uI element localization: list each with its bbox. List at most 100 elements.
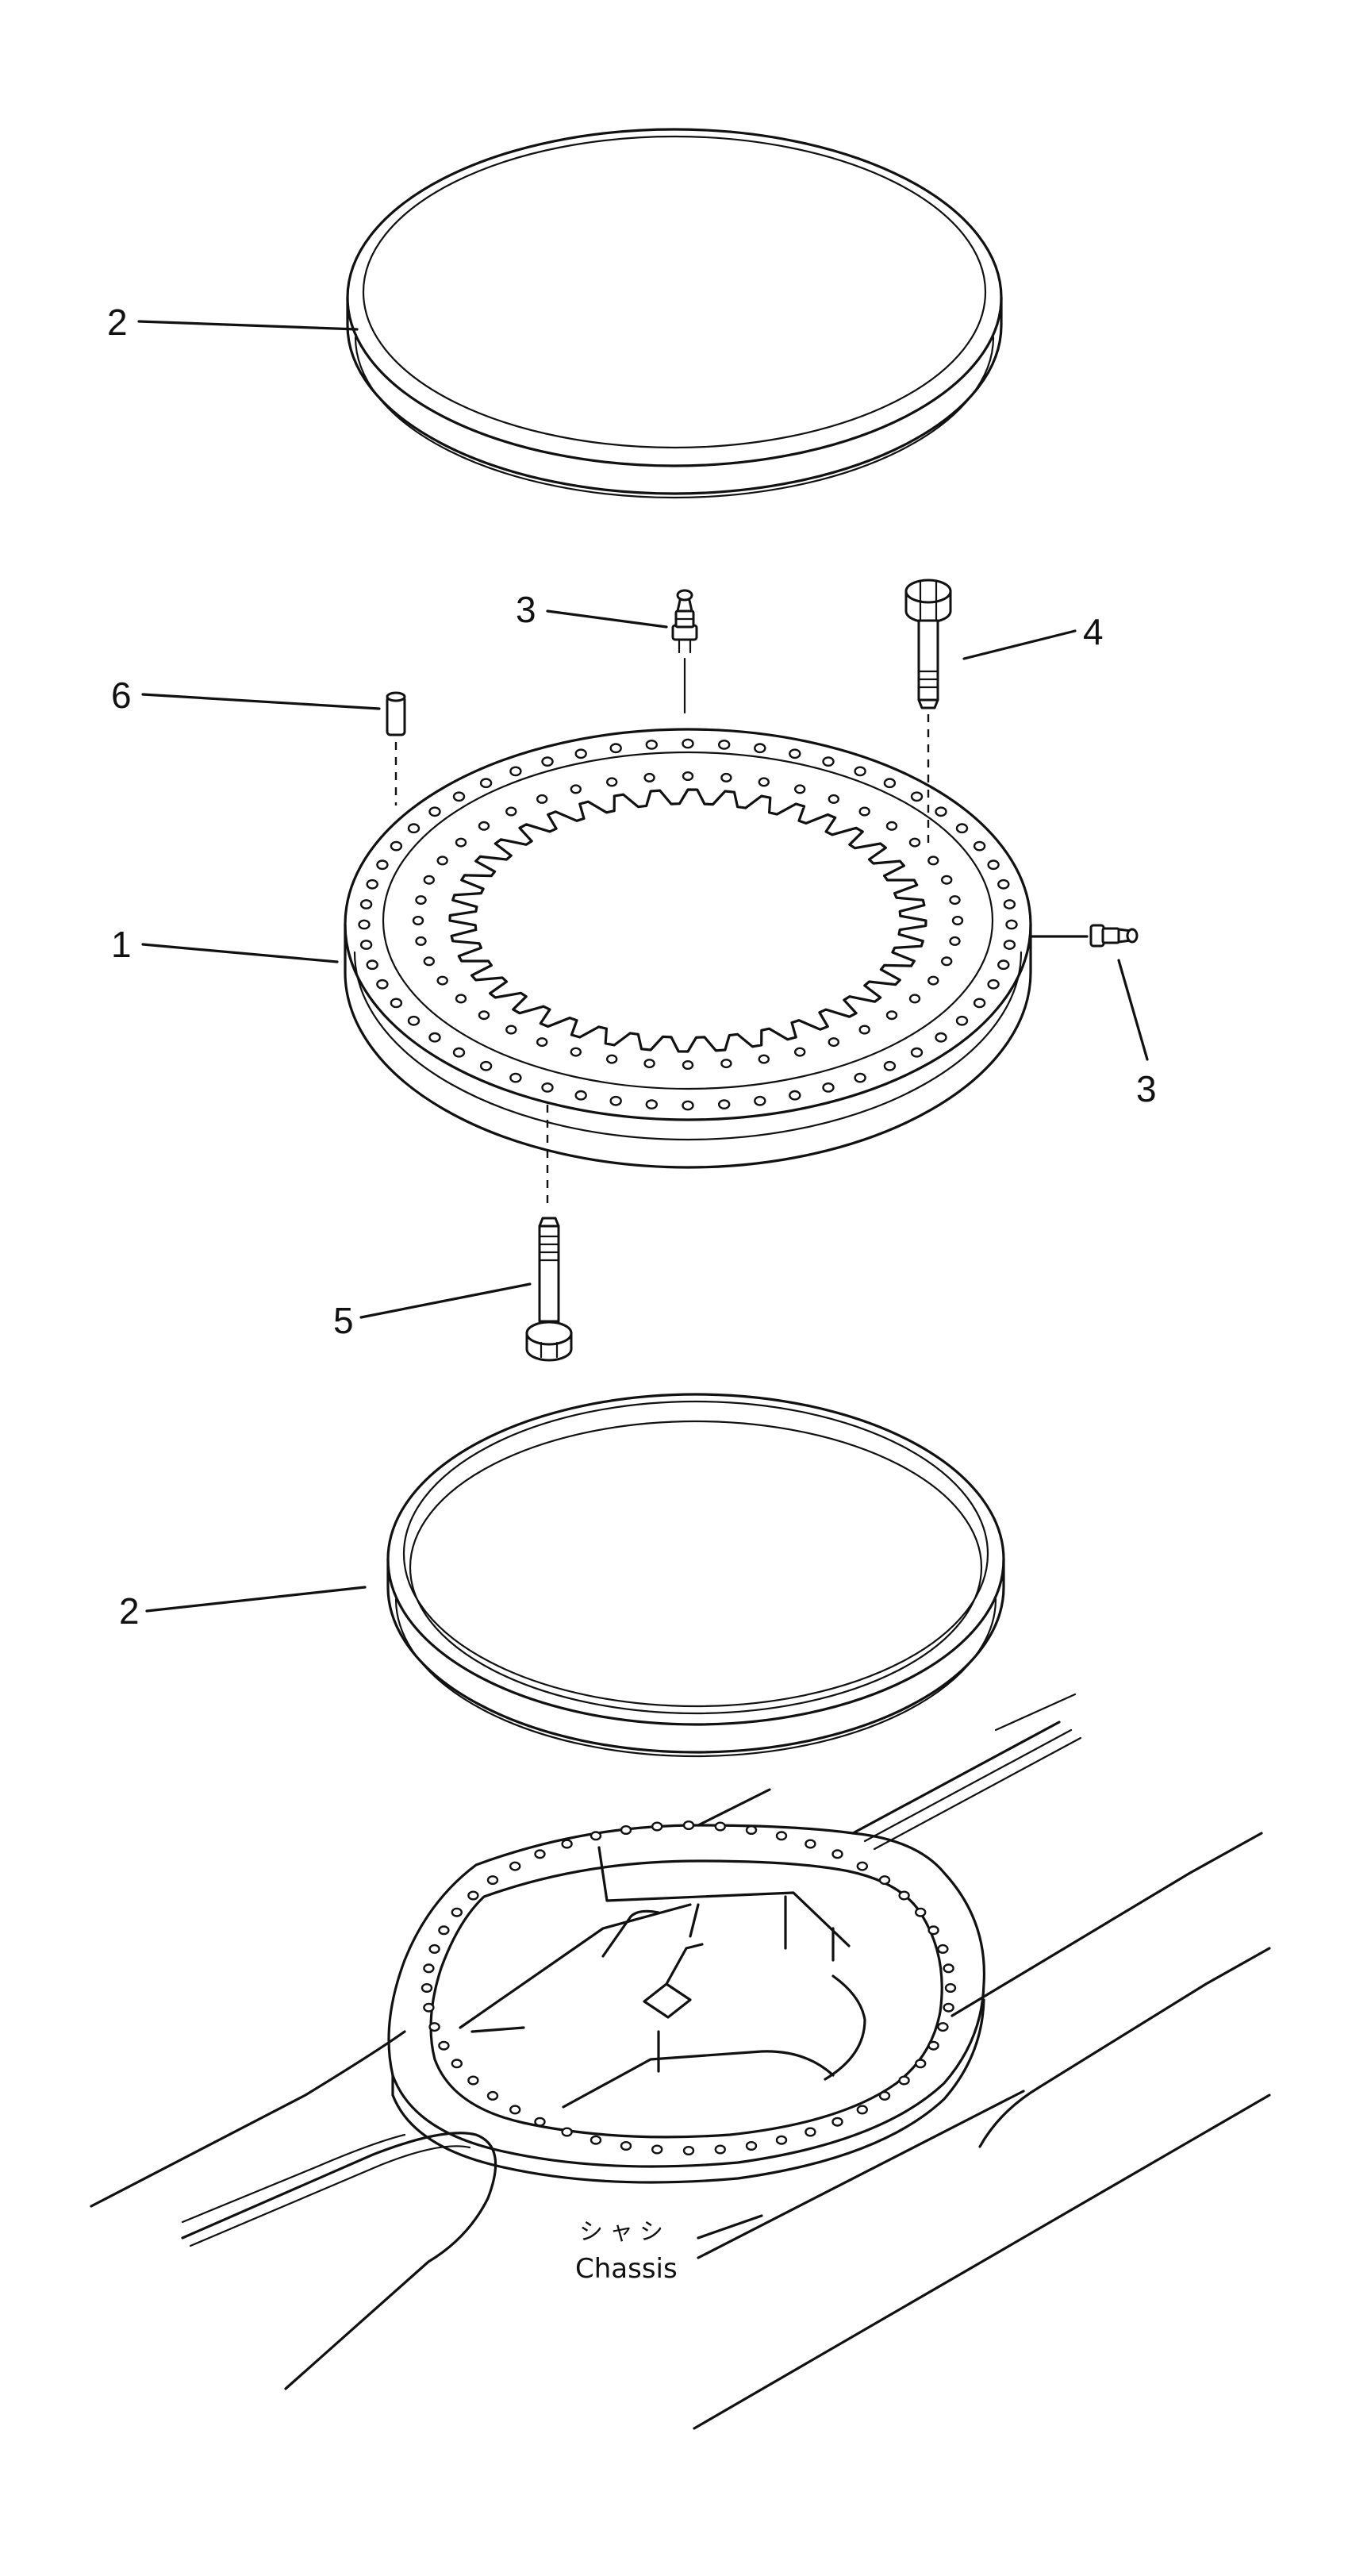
bolt-hole: [589, 1831, 602, 1841]
bolt-hole: [682, 738, 694, 749]
bolt-hole: [561, 2127, 573, 2137]
bolt-hole: [455, 994, 467, 1004]
bolt-hole: [479, 778, 493, 789]
bolt-hole: [987, 978, 1000, 990]
bolt-hole: [505, 1025, 517, 1035]
bolt-hole: [451, 1907, 463, 1917]
bolt-hole: [428, 806, 441, 817]
bolt-hole: [856, 1861, 869, 1871]
bolt-hole: [534, 2117, 546, 2127]
bolt-hole: [438, 1925, 450, 1936]
bolt-hole: [570, 1047, 582, 1057]
bolt-hole: [1003, 940, 1016, 950]
bolt-hole: [720, 772, 732, 782]
bolt-hole: [951, 915, 964, 925]
bolt-hole: [935, 1032, 947, 1043]
callout-ring-bottom: 2: [119, 1590, 140, 1632]
bolt-hole: [943, 2002, 954, 2013]
bolt-hole: [914, 2059, 927, 2069]
bearing-inner-holes: [412, 771, 964, 1070]
bolt-hole: [423, 956, 435, 967]
bolt-hole: [828, 1037, 840, 1048]
leader-line-pin: [141, 693, 381, 710]
bolt-hole: [927, 2040, 939, 2051]
bolt-hole: [376, 859, 389, 871]
bolt-hole: [805, 2127, 816, 2137]
bolt-hole: [682, 771, 694, 782]
bolt-hole: [570, 784, 582, 794]
bolt-hole: [452, 1047, 466, 1058]
bolt-hole: [645, 1099, 658, 1110]
bolt-hole: [509, 2105, 521, 2115]
bolt-hole: [682, 1059, 694, 1070]
bolt-hole: [609, 1095, 622, 1106]
bolt-hole: [937, 2022, 949, 2032]
bolt-hole: [390, 840, 403, 852]
bolt-hole: [415, 936, 427, 946]
bolt-hole: [955, 823, 969, 834]
bolt-hole: [758, 777, 770, 787]
bolt-hole: [949, 895, 961, 905]
bolt-hole: [1003, 899, 1016, 909]
leader-line-chassis: [697, 2214, 763, 2240]
bolt-hole: [534, 1849, 546, 1859]
bolt-hole: [940, 875, 953, 885]
chassis-label-japanese: シャシ: [579, 2218, 670, 2246]
bolt-hole: [775, 2135, 788, 2145]
bolt-hole: [854, 1072, 866, 1083]
bolt-hole: [944, 1982, 957, 1993]
bolt-hole: [358, 919, 371, 930]
bolt-hole: [509, 1072, 522, 1083]
bolt-hole: [589, 2135, 602, 2145]
bolt-hole: [407, 823, 421, 834]
bolt-hole: [754, 1095, 766, 1106]
bolt-hole: [828, 794, 840, 804]
bolt-hole: [831, 2117, 843, 2127]
bolt-hole: [718, 740, 731, 750]
bolt-hole: [898, 1890, 910, 1901]
bolt-hole: [423, 2002, 435, 2013]
bolt-hole: [745, 2140, 758, 2151]
bolt-hole: [927, 1925, 939, 1936]
bolt-hole: [561, 1839, 573, 1849]
seal-ring-bottom: [386, 1393, 1005, 1758]
bolt-hole: [997, 959, 1010, 971]
bolt-hole: [805, 1839, 816, 1849]
bolt-hole: [775, 1831, 788, 1841]
bolt-hole: [478, 1010, 490, 1021]
bolt-hole: [997, 879, 1010, 890]
bolt-hole: [914, 1907, 927, 1917]
bolt-hole: [428, 2022, 440, 2032]
bolt-hole: [935, 806, 947, 817]
bolt-hole: [467, 1890, 479, 1901]
bolt-hole: [854, 766, 866, 777]
bolt-hole: [541, 1082, 554, 1093]
callout-grease-top: 3: [516, 589, 536, 630]
bolt-hole: [651, 2144, 663, 2155]
bolt-hole: [541, 756, 554, 767]
bolt-hole: [643, 1059, 655, 1069]
bolt-hole: [574, 1090, 587, 1101]
bolt-hole: [987, 859, 1000, 871]
seal-ring-top: [346, 128, 1003, 499]
bolt-hole: [376, 978, 389, 990]
bolt-hole: [927, 975, 939, 986]
callout-bearing: 1: [111, 924, 132, 965]
leader-line-bearing: [141, 943, 339, 963]
bolt-hole: [878, 2090, 891, 2101]
bolt-hole: [745, 1824, 758, 1835]
chassis-plate-holes: [421, 1820, 957, 2155]
bolt-hole: [651, 1821, 663, 1832]
bolt-hole: [927, 855, 939, 866]
bolt-hole: [620, 2140, 632, 2151]
bolt-hole: [1005, 919, 1018, 930]
bolt-hole: [428, 1032, 441, 1043]
bolt-hole: [940, 956, 953, 967]
leader-line-ring-top: [137, 320, 359, 331]
bolt-hole: [955, 1015, 969, 1026]
bolt-hole: [794, 784, 806, 794]
chassis-mounting-plate: [387, 1820, 986, 2184]
bolt-hole: [858, 806, 870, 817]
slewing-bearing: [344, 728, 1032, 1169]
